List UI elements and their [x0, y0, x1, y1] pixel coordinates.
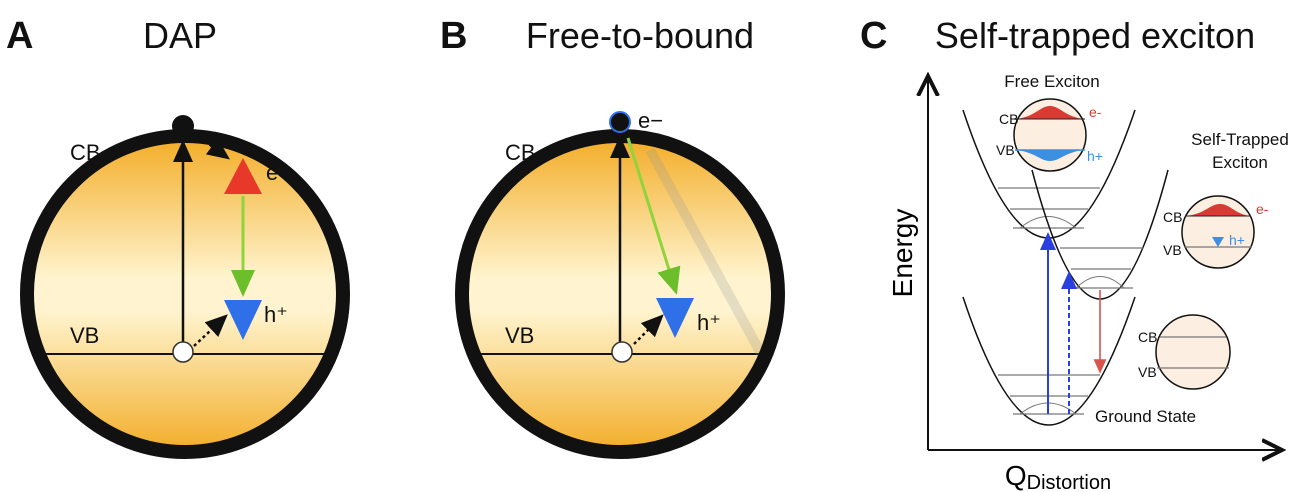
cb-label: CB	[1163, 209, 1182, 225]
y-axis-label: Energy	[887, 209, 918, 298]
hole-label: h+	[1229, 232, 1245, 248]
cb-label: CB	[1138, 329, 1157, 345]
hole-dot	[611, 341, 633, 363]
electron-label: e-	[1256, 201, 1269, 217]
hole-label: h⁺	[264, 302, 288, 327]
vb-label: VB	[70, 323, 99, 348]
panel-a: A DAP CB VB e− h⁺	[6, 15, 350, 459]
panel-title: DAP	[143, 15, 217, 56]
hole-capture-arrow	[193, 314, 228, 347]
hole-dot	[172, 341, 194, 363]
ground-state-parabola	[962, 296, 1136, 426]
x-axis-label: QDistortion	[1005, 460, 1111, 492]
vb-label: VB	[996, 142, 1015, 158]
electron-label: e−	[266, 160, 291, 185]
panel-b: B Free-to-bound CB VB e− h⁺	[440, 15, 785, 459]
ste-label-line2: Exciton	[1212, 153, 1268, 172]
free-exciton-levels	[998, 187, 1100, 229]
hole-capture-arrow	[633, 314, 664, 345]
band-background	[29, 138, 341, 450]
panel-title: Free-to-bound	[526, 15, 754, 56]
cb-label: CB	[505, 140, 536, 165]
wavefunction	[1019, 216, 1077, 229]
electron-label: e-	[1089, 104, 1102, 120]
ste-levels	[1060, 247, 1143, 289]
cb-label: CB	[70, 140, 101, 165]
electron-distribution	[1186, 204, 1250, 216]
acceptor-hole-triangle	[224, 300, 262, 340]
ground-state-label: Ground State	[1095, 407, 1196, 426]
electron-distribution	[1016, 106, 1084, 119]
hole-label: h+	[1087, 148, 1103, 164]
hole-label: h⁺	[697, 310, 721, 335]
vb-label: VB	[1138, 364, 1157, 380]
vb-label: VB	[1163, 242, 1182, 258]
acceptor-hole-triangle	[656, 298, 694, 338]
ste-parabola	[1031, 169, 1169, 300]
cb-label: CB	[999, 111, 1018, 127]
self-trapped-hole	[1212, 237, 1224, 247]
panel-letter: A	[6, 15, 33, 57]
panel-letter: B	[440, 15, 467, 57]
panel-c: C Self-trapped exciton Energy QDistortio…	[860, 15, 1289, 492]
panel-title: Self-trapped exciton	[935, 15, 1255, 56]
electron-capture-arrow	[194, 132, 231, 160]
ground-inset	[1155, 314, 1231, 390]
free-exciton-label: Free Exciton	[1004, 72, 1099, 91]
electron-dot	[609, 111, 631, 133]
wavefunction	[1075, 276, 1125, 289]
ste-label-line1: Self-Trapped	[1191, 130, 1289, 149]
electron-dot	[172, 115, 194, 137]
hole-distribution	[1016, 150, 1084, 161]
recombination-arrow	[626, 137, 681, 295]
panel-letter: C	[860, 15, 887, 57]
vb-label: VB	[505, 323, 534, 348]
donor-electron-triangle	[224, 158, 262, 194]
shadow-streak	[645, 147, 775, 373]
electron-label: e−	[638, 108, 663, 133]
